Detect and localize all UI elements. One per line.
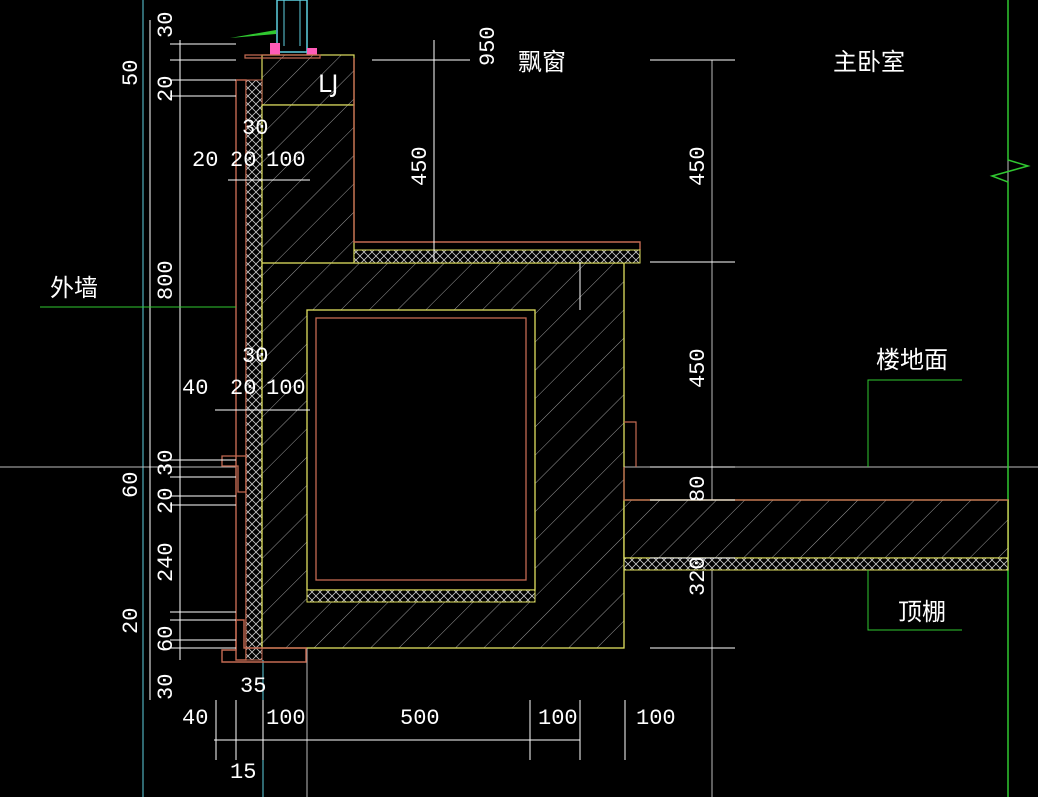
dim-right-450a: 450	[686, 146, 711, 186]
floor-slab	[623, 499, 1009, 559]
dim-upper-30: 30	[242, 116, 268, 141]
dim-right-450b: 450	[686, 348, 711, 388]
dim-inner-60: 60	[154, 626, 179, 652]
dim-inner-20-top: 20	[154, 76, 179, 102]
dim-left-50: 50	[119, 60, 144, 86]
label-floor-surface: 楼地面	[876, 346, 948, 374]
drip-edge	[221, 619, 307, 663]
dim-inner-30-mid: 30	[154, 450, 179, 476]
label-master-bedroom: 主卧室	[833, 48, 905, 76]
label-bay-window: 飘窗	[518, 48, 566, 76]
window-frame	[230, 0, 317, 58]
dim-left-30: 30	[154, 674, 179, 700]
dim-upper-20b: 20	[230, 148, 256, 173]
dim-bottom-500: 500	[400, 706, 440, 731]
label-leaders	[40, 306, 962, 631]
dim-mid-40: 40	[182, 376, 208, 401]
dim-bottom-35: 35	[240, 674, 266, 699]
dim-mid-20: 20	[230, 376, 256, 401]
dim-mid-30: 30	[242, 344, 268, 369]
break-symbol	[989, 0, 1031, 797]
dim-upper-100: 100	[266, 148, 306, 173]
dim-mid-100: 100	[266, 376, 306, 401]
bay-base-topping	[353, 249, 641, 264]
dim-bottom-100b: 100	[538, 706, 578, 731]
dim-center-950: 950	[476, 26, 501, 66]
inner-wall-step	[624, 421, 637, 467]
dim-bottom-40: 40	[182, 706, 208, 731]
dim-upper-20a: 20	[192, 148, 218, 173]
dim-right-80: 80	[686, 476, 711, 502]
dim-bottom-100c: 100	[636, 706, 676, 731]
dim-left-60: 60	[119, 472, 144, 498]
dimension-lines	[149, 20, 735, 760]
dim-bottom-100a: 100	[266, 706, 306, 731]
ceiling-finish	[623, 557, 1009, 571]
dim-bottom-15: 15	[230, 760, 256, 785]
dim-center-450: 450	[408, 146, 433, 186]
wall-groove	[221, 455, 247, 493]
dim-left-800: 800	[154, 260, 179, 300]
label-ceiling: 顶棚	[898, 598, 946, 626]
label-exterior-wall: 外墙	[50, 274, 98, 302]
dim-right-320: 320	[686, 556, 711, 596]
window-tag: LJ	[318, 70, 338, 98]
dim-inner-240: 240	[154, 542, 179, 582]
dim-inner-30-top: 30	[154, 12, 179, 38]
dim-left-20: 20	[119, 608, 144, 634]
hollow-box-inner	[315, 317, 527, 581]
exterior-wall-layers	[235, 79, 263, 661]
upper-wall-inner-face	[353, 58, 641, 250]
upper-wall-column	[261, 104, 355, 266]
dim-inner-20-mid: 20	[154, 488, 179, 514]
floor-finish-line	[623, 467, 1008, 501]
box-bottom-insulation	[306, 589, 536, 603]
